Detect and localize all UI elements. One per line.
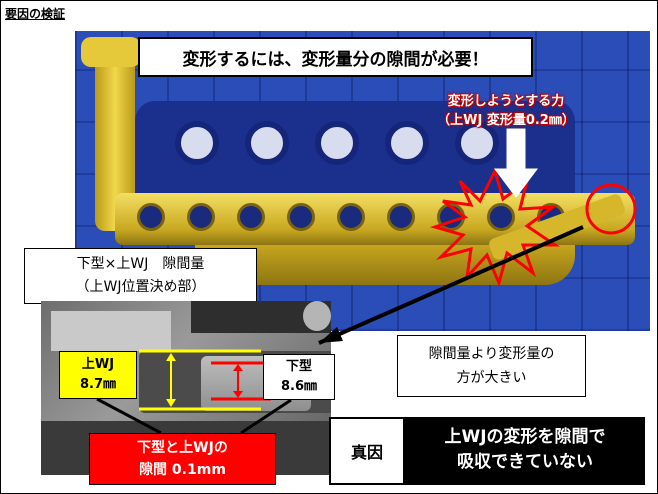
cad-rail-hole [487, 203, 515, 231]
gap-amount-line1: 下型×上WJ 隙間量 [76, 256, 205, 272]
root-cause-line1: 上WJの変形を隙間で [444, 427, 606, 447]
lower-mold-value: 8.6㎜ [280, 379, 318, 394]
photo-block [51, 311, 171, 351]
upper-wj-name: 上WJ [81, 357, 115, 372]
upper-wj-arrow-head-up [166, 353, 176, 361]
photo-measure-lines [139, 349, 271, 411]
cad-frame-hole [245, 121, 289, 165]
root-cause-line2: 吸収できていない [457, 452, 593, 472]
cad-rail-hole [187, 203, 215, 231]
gap-value-line1: 下型と上WJの [137, 440, 228, 456]
lower-mold-arrow-head-up [233, 364, 243, 371]
gap-value-box: 下型と上WJの 隙間 0.1mm [89, 433, 276, 485]
lower-mold-label: 下型 8.6㎜ [263, 354, 335, 400]
cad-annotations [429, 128, 637, 288]
upper-wj-value: 8.7㎜ [79, 377, 117, 392]
cad-frame-hole [385, 121, 429, 165]
comparison-line1: 隙間量より変形量の [428, 346, 555, 362]
leader-line-to-cad [318, 225, 584, 345]
callout-deformation-gap: 変形するには、変形量分の隙間が必要！ [138, 37, 533, 77]
comparison-line2: 方が大きい [456, 370, 527, 386]
cad-rail-hole [237, 203, 265, 231]
down-arrow-icon [494, 128, 538, 198]
root-cause-label: 真因 [329, 417, 405, 485]
cad-rail-hole [387, 203, 415, 231]
lower-mold-arrow-head-down [233, 391, 243, 398]
comparison-box: 隙間量より変形量の 方が大きい [397, 335, 586, 397]
target-circle-icon [585, 183, 637, 235]
cad-rail-hole [287, 203, 315, 231]
root-cause-text: 上WJの変形を隙間で 吸収できていない [405, 417, 645, 485]
leader-line-lower-mold [240, 398, 292, 435]
upper-wj-arrow-head-down [166, 399, 176, 407]
gap-amount-box: 下型×上WJ 隙間量 （上WJ位置決め部） [24, 248, 257, 304]
force-label-line1: 変形しようとする力 [447, 94, 565, 109]
force-label: 変形しようとする力 （上WJ 変形量0.2㎜） [411, 89, 601, 133]
cad-rail-hole [337, 203, 365, 231]
cad-bracket-head [81, 37, 141, 67]
gap-amount-line2: （上WJ位置決め部） [75, 279, 206, 295]
cad-frame-hole [175, 121, 219, 165]
upper-wj-label: 上WJ 8.7㎜ [59, 351, 137, 399]
leader-line-upper-wj [96, 397, 162, 435]
cad-frame-hole [315, 121, 359, 165]
slide-title: 要因の検証 [5, 7, 66, 21]
lower-mold-name: 下型 [285, 359, 312, 374]
cad-frame-hole [455, 121, 499, 165]
cad-rail-hole [137, 203, 165, 231]
leader-arrow-head [319, 327, 343, 343]
gap-value-line2: 隙間 0.1mm [139, 462, 226, 478]
force-label-line2: （上WJ 変形量0.2㎜） [437, 113, 575, 128]
photo-knob [303, 301, 331, 331]
